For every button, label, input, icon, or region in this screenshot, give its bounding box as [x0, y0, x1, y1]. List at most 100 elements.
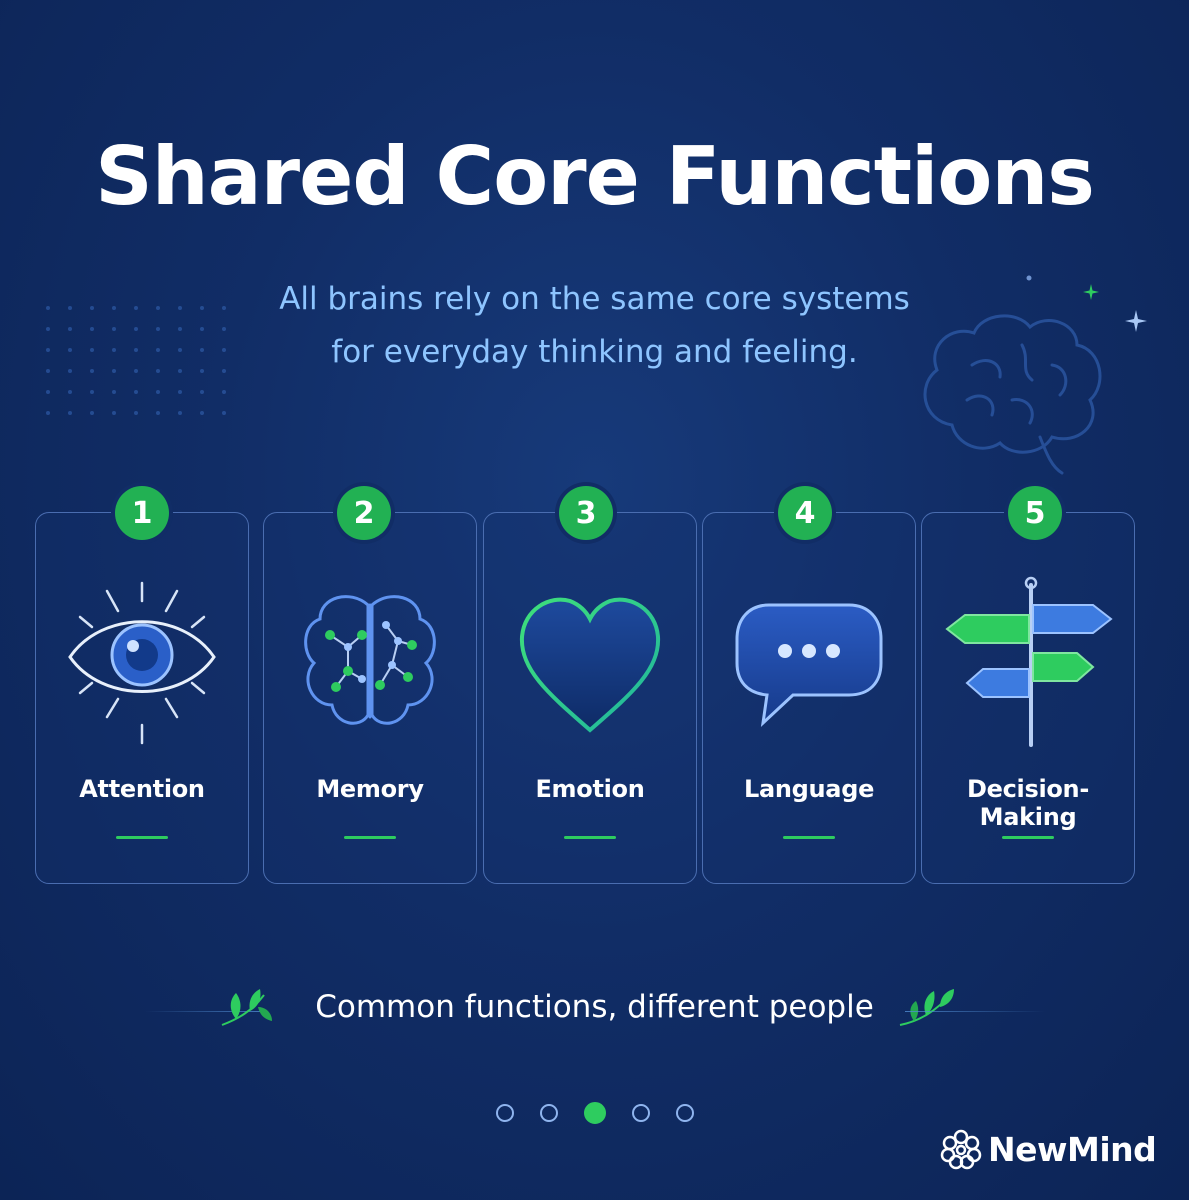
page-title: Shared Core Functions: [95, 130, 1095, 223]
pattern-dot: [46, 306, 50, 310]
newmind-brain-logo-icon: [940, 1129, 982, 1170]
eye-icon: [68, 581, 216, 745]
pattern-dot: [156, 306, 160, 310]
step-badge-1: 1: [115, 486, 169, 540]
pattern-dot: [112, 306, 116, 310]
pattern-dot: [156, 369, 160, 373]
pattern-dot: [90, 327, 94, 331]
brain-outline-decoration: [923, 314, 1102, 475]
card-label-decision-making: Decision-Making: [967, 775, 1089, 831]
pattern-dot: [200, 369, 204, 373]
pager-dot-2[interactable]: [539, 1104, 558, 1122]
pager-dot-4[interactable]: [631, 1104, 650, 1122]
page-subtitle: All brains rely on the same core systems…: [0, 273, 1189, 379]
leaf-sprig-icon-left: [221, 989, 272, 1026]
pattern-dot: [112, 348, 116, 352]
card-label-emotion: Emotion: [535, 775, 645, 803]
pattern-dot: [134, 306, 138, 310]
pattern-dot: [200, 306, 204, 310]
pattern-dot: [68, 327, 72, 331]
brand-name: NewMind: [988, 1129, 1157, 1169]
pattern-dot: [46, 411, 50, 415]
heart-icon: [519, 597, 661, 733]
pattern-dot: [200, 411, 204, 415]
tagline-divider-left: [145, 1011, 265, 1012]
pattern-dot: [112, 369, 116, 373]
step-badge-2: 2: [337, 486, 391, 540]
speech-bubble-icon: [735, 603, 883, 727]
pattern-dot: [90, 369, 94, 373]
pattern-dot: [222, 327, 226, 331]
tagline-row: Common functions, different people: [0, 985, 1189, 1035]
pattern-dot: [222, 369, 226, 373]
pager-dot-3-active[interactable]: [583, 1102, 606, 1124]
card-emotion: Emotion: [483, 512, 697, 884]
pattern-dot: [68, 411, 72, 415]
pattern-dot: [68, 306, 72, 310]
pattern-dot: [68, 390, 72, 394]
pattern-dot: [46, 369, 50, 373]
card-decision-making: Decision-Making: [921, 512, 1135, 884]
card-underline: [116, 836, 168, 839]
pager-dot-1[interactable]: [495, 1104, 514, 1122]
pattern-dot: [222, 411, 226, 415]
card-underline: [344, 836, 396, 839]
carousel-pager: [0, 1102, 1189, 1124]
pattern-dot: [112, 390, 116, 394]
pattern-dot: [200, 390, 204, 394]
sparkle-icon-blue: [1125, 310, 1147, 332]
dot-pattern-decoration: [46, 306, 226, 415]
pattern-dot: [178, 390, 182, 394]
pattern-dot: [90, 411, 94, 415]
card-underline: [783, 836, 835, 839]
pattern-dot: [156, 390, 160, 394]
pattern-dot: [46, 348, 50, 352]
step-badge-4: 4: [778, 486, 832, 540]
leaf-sprig-icon-right: [899, 989, 954, 1026]
pattern-dot: [222, 348, 226, 352]
pattern-dot: [134, 411, 138, 415]
card-underline: [1002, 836, 1054, 839]
pattern-dot: [178, 306, 182, 310]
tagline-text: Common functions, different people: [315, 989, 874, 1025]
pattern-dot: [178, 348, 182, 352]
pattern-dot: [112, 411, 116, 415]
card-attention: Attention: [35, 512, 249, 884]
pattern-dot: [112, 327, 116, 331]
subtitle-line-2: for everyday thinking and feeling.: [331, 334, 858, 370]
pattern-dot: [68, 348, 72, 352]
card-label-attention: Attention: [79, 775, 205, 803]
subtitle-line-1: All brains rely on the same core systems: [279, 281, 910, 317]
pattern-dot: [200, 348, 204, 352]
pattern-dot: [46, 390, 50, 394]
pattern-dot: [156, 411, 160, 415]
signpost-icon: [945, 576, 1113, 747]
tagline-divider-right: [905, 1011, 1045, 1012]
pattern-dot: [46, 327, 50, 331]
card-language: Language: [702, 512, 916, 884]
brand-logo: NewMind: [940, 1128, 1157, 1170]
card-label-language: Language: [743, 775, 875, 803]
step-badge-5: 5: [1008, 486, 1062, 540]
sparkle-dot: [1026, 275, 1032, 281]
card-memory: Memory: [263, 512, 477, 884]
pattern-dot: [90, 390, 94, 394]
pattern-dot: [156, 348, 160, 352]
pattern-dot: [134, 390, 138, 394]
pattern-dot: [178, 411, 182, 415]
pattern-dot: [222, 306, 226, 310]
pattern-dot: [68, 369, 72, 373]
pattern-dot: [178, 327, 182, 331]
pattern-dot: [90, 348, 94, 352]
card-label-memory: Memory: [316, 775, 424, 803]
brain-network-icon: [304, 595, 436, 725]
pattern-dot: [134, 327, 138, 331]
pattern-dot: [90, 306, 94, 310]
pattern-dot: [178, 369, 182, 373]
pattern-dot: [222, 390, 226, 394]
pager-dot-5[interactable]: [675, 1104, 694, 1122]
step-badge-3: 3: [559, 486, 613, 540]
pattern-dot: [134, 369, 138, 373]
sparkle-icon-green: [1083, 284, 1099, 300]
pattern-dot: [134, 348, 138, 352]
